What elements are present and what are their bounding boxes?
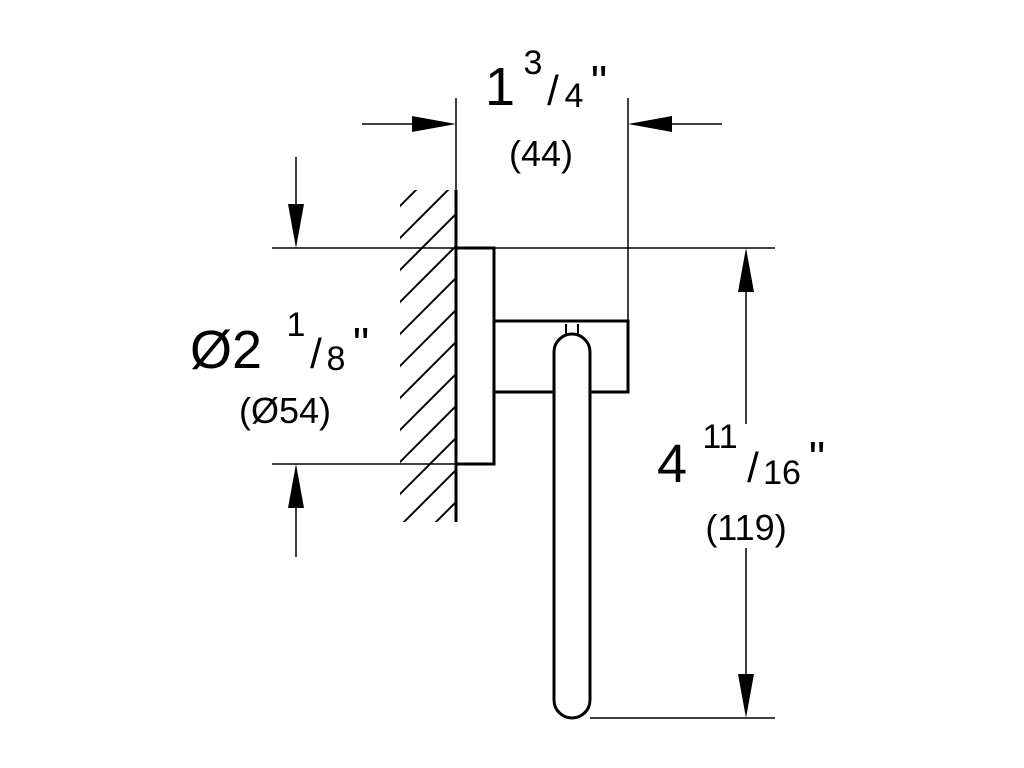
height-arrow-top: [738, 248, 754, 292]
height-unit: ": [809, 432, 825, 484]
width-denominator: 4: [565, 77, 584, 115]
width-whole: 1: [485, 57, 515, 117]
width-arrow-right: [628, 116, 672, 132]
diameter-denominator: 8: [327, 340, 346, 378]
dimension-arrows: [288, 116, 754, 718]
diameter-fraction-slash: /: [310, 330, 322, 377]
height-arrow-bottom: [738, 674, 754, 718]
height-fraction-slash: /: [747, 444, 759, 491]
width-fraction-slash: /: [547, 67, 559, 114]
width-dimension-label: 1 3 / 4 " (44): [485, 44, 607, 174]
towel-ring-product: [454, 246, 630, 720]
width-numerator: 3: [524, 44, 543, 82]
width-metric: (44): [509, 133, 573, 174]
width-arrow-left: [412, 116, 456, 132]
height-numerator: 11: [702, 418, 737, 456]
height-dimension-label: 4 11 / 16 " (119): [657, 418, 825, 548]
diameter-dimension-label: Ø2 1 / 8 " (Ø54): [190, 306, 369, 431]
diameter-symbol-whole: Ø2: [190, 320, 262, 380]
diameter-metric: (Ø54): [239, 390, 331, 431]
height-whole: 4: [657, 434, 687, 494]
diameter-arrow-top: [288, 204, 304, 248]
width-unit: ": [591, 56, 607, 108]
wall-rosette: [454, 246, 496, 466]
height-metric: (119): [705, 507, 786, 548]
diameter-numerator: 1: [287, 306, 306, 344]
wall: [400, 190, 458, 522]
towel-ring: [552, 332, 592, 720]
extension-lines: [272, 98, 775, 719]
diameter-unit: ": [353, 318, 369, 370]
wall-hatching: [400, 190, 456, 522]
height-denominator: 16: [763, 454, 801, 492]
diameter-arrow-bottom: [288, 464, 304, 508]
